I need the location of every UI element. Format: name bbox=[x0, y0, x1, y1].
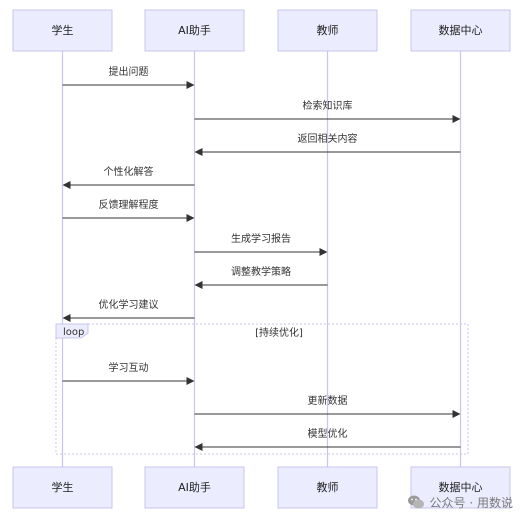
loop-tag-shape bbox=[55, 323, 89, 339]
actor-label-teacher-top: 教师 bbox=[317, 24, 339, 37]
wechat-icon bbox=[407, 495, 424, 509]
message-label: 优化学习建议 bbox=[99, 298, 159, 311]
actor-label-teacher-bottom: 教师 bbox=[317, 481, 339, 494]
actor-label-ai-top: AI助手 bbox=[178, 23, 211, 37]
message-label: 更新数据 bbox=[308, 394, 348, 407]
message-label: 个性化解答 bbox=[104, 165, 154, 178]
actor-label-student-top: 学生 bbox=[52, 23, 74, 37]
actor-box-data-bottom bbox=[410, 466, 511, 509]
actor-box-data-top bbox=[410, 9, 511, 52]
watermark-text: 公众号 · 用数说 bbox=[429, 495, 513, 510]
actor-label-ai-bottom: AI助手 bbox=[178, 480, 211, 494]
loop-tag-label: loop bbox=[63, 327, 84, 338]
message-label: 学习互动 bbox=[109, 361, 149, 374]
actor-box-student-bottom bbox=[12, 466, 113, 509]
message-label: 检索知识库 bbox=[303, 99, 353, 112]
actor-label-student-bottom: 学生 bbox=[52, 480, 74, 494]
message-label: 调整教学策略 bbox=[231, 265, 291, 278]
loop-frame: loop [持续优化] bbox=[55, 323, 469, 455]
actor-label-data-bottom: 数据中心 bbox=[439, 480, 483, 494]
actor-box-ai-bottom bbox=[144, 466, 245, 509]
actors-bottom: 学生 AI助手 教师 数据中心 bbox=[12, 466, 511, 509]
actor-box-teacher-bottom bbox=[277, 466, 378, 509]
message-label: 生成学习报告 bbox=[231, 232, 291, 245]
lifelines bbox=[61, 51, 462, 467]
message-label: 模型优化 bbox=[308, 427, 348, 440]
message-label: 反馈理解程度 bbox=[99, 198, 159, 211]
actor-label-data-top: 数据中心 bbox=[439, 23, 483, 37]
actor-box-ai-top bbox=[144, 9, 245, 52]
watermark: 公众号 · 用数说 bbox=[407, 493, 513, 511]
actor-box-teacher-top bbox=[277, 9, 378, 52]
actors-top: 学生 AI助手 教师 数据中心 bbox=[12, 9, 511, 52]
actor-box-student-top bbox=[12, 9, 113, 52]
message-label: 返回相关内容 bbox=[298, 132, 358, 145]
message-label: 提出问题 bbox=[109, 65, 149, 78]
loop-box bbox=[55, 323, 469, 455]
loop-condition: [持续优化] bbox=[255, 326, 303, 339]
messages: 提出问题检索知识库返回相关内容个性化解答反馈理解程度生成学习报告调整教学策略优化… bbox=[62, 65, 461, 451]
